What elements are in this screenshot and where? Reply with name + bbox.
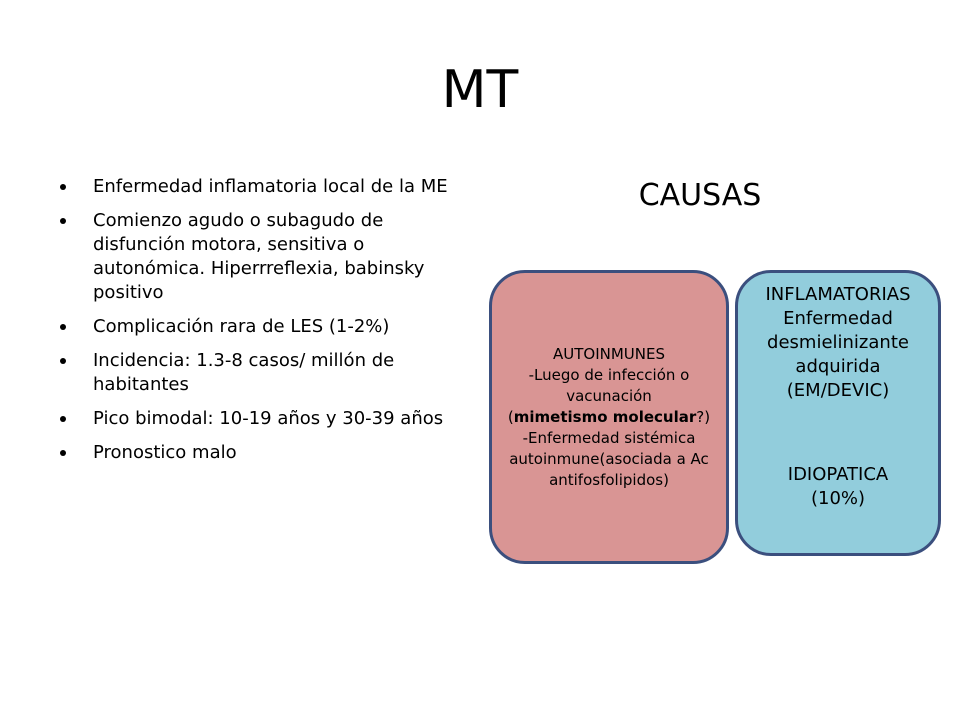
mimetismo-bold-text: mimetismo molecular <box>513 407 697 426</box>
idiopatica-percent: (10%) <box>810 488 866 509</box>
slide-title: MT <box>441 60 519 120</box>
inflamatorias-text: Enfermedad desmielinizante adquirida <box>767 308 909 377</box>
autoinmunes-heading: AUTOINMUNES <box>553 344 665 363</box>
bullet-item: Enfermedad inflamatoria local de la ME <box>58 175 463 199</box>
bullet-item: Complicación rara de LES (1-2%) <box>58 315 463 339</box>
bullet-dot-icon <box>60 324 66 330</box>
autoinmunes-infeccion-text: -Luego de infección o vacunación <box>528 365 690 405</box>
bullet-dot-icon <box>60 416 66 422</box>
bullet-text: Complicación rara de LES (1-2%) <box>93 316 390 337</box>
autoinmunes-sistemica-text: -Enfermedad sistémica autoinmune(asociad… <box>509 428 709 489</box>
autoinmunes-box: AUTOINMUNES -Luego de infección o vacuna… <box>489 270 729 564</box>
bullet-text: Incidencia: 1.3-8 casos/ millón de habit… <box>93 350 395 395</box>
bullet-text: Comienzo agudo o subagudo de disfunción … <box>93 210 425 303</box>
bullet-text: Pronostico malo <box>93 442 237 463</box>
paren-open: ( <box>507 407 514 426</box>
bullet-item: Pronostico malo <box>58 441 463 465</box>
bullet-dot-icon <box>60 218 66 224</box>
bullet-list: Enfermedad inflamatoria local de la ME C… <box>58 175 463 475</box>
causas-heading: CAUSAS <box>638 178 762 213</box>
bullet-item: Pico bimodal: 10-19 años y 30-39 años <box>58 407 463 431</box>
bullet-item: Incidencia: 1.3-8 casos/ millón de habit… <box>58 349 463 397</box>
paren-close: ?) <box>696 407 711 426</box>
inflamatorias-heading: INFLAMATORIAS <box>765 284 911 305</box>
bullet-dot-icon <box>60 450 66 456</box>
bullet-dot-icon <box>60 184 66 190</box>
bullet-text: Enfermedad inflamatoria local de la ME <box>93 176 448 197</box>
autoinmunes-mimetismo-line: (mimetismo molecular?) <box>502 407 716 428</box>
idiopatica-label: IDIOPATICA <box>787 464 889 485</box>
inflamatorias-box: INFLAMATORIAS Enfermedad desmielinizante… <box>735 270 941 556</box>
bullet-dot-icon <box>60 358 66 364</box>
spacer <box>744 403 932 463</box>
inflamatorias-subtext: (EM/DEVIC) <box>786 380 890 401</box>
bullet-item: Comienzo agudo o subagudo de disfunción … <box>58 209 463 305</box>
bullet-text: Pico bimodal: 10-19 años y 30-39 años <box>93 408 444 429</box>
